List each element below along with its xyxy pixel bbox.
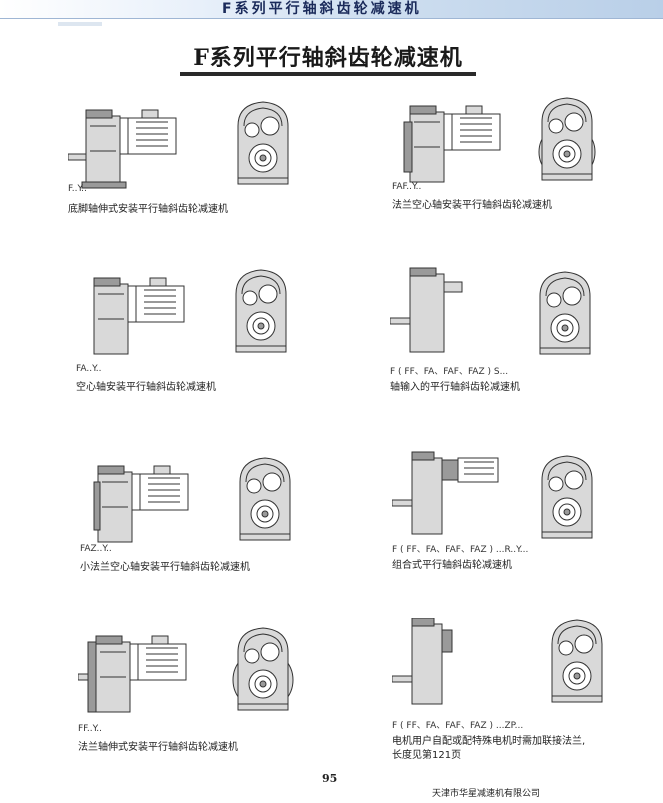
gear-reducer-drawing xyxy=(93,457,291,543)
header-banner: F系列平行轴斜齿轮减速机 xyxy=(0,0,663,19)
page-number: 95 xyxy=(322,772,338,785)
gear-reducer-drawing xyxy=(390,267,591,355)
model-description: 组合式平行轴斜齿轮减速机 xyxy=(392,560,512,571)
model-code: F ( FF、FA、FAF、FAZ ) ...R..Y... xyxy=(392,545,529,555)
model-code: FA..Y.. xyxy=(76,364,102,374)
model-code: FAZ..Y.. xyxy=(80,544,112,554)
product-item: F ( FF、FA、FAF、FAZ ) ...ZP... 电机用户自配或配特殊电… xyxy=(392,618,663,788)
model-description: 空心轴安装平行轴斜齿轮减速机 xyxy=(76,382,216,393)
product-item: FAZ..Y.. 小法兰空心轴安装平行轴斜齿轮减速机 xyxy=(80,452,380,622)
model-code: FAF..Y.. xyxy=(392,182,422,192)
gear-reducer-drawing xyxy=(68,101,289,189)
brand-watermark xyxy=(58,20,102,30)
product-item: FAF..Y.. 法兰空心轴安装平行轴斜齿轮减速机 xyxy=(392,92,663,262)
model-note: 长度见第121页 xyxy=(392,750,462,761)
gear-reducer-drawing xyxy=(93,269,287,355)
gear-reducer-drawing xyxy=(392,618,603,705)
model-description: 小法兰空心轴安装平行轴斜齿轮减速机 xyxy=(80,562,250,573)
model-code: F ( FF、FA、FAF、FAZ ) ...ZP... xyxy=(392,721,524,731)
banner-title: F系列平行轴斜齿轮减速机 xyxy=(222,1,422,17)
product-item: F ( FF、FA、FAF、FAZ ) S... 轴输入的平行轴斜齿轮减速机 xyxy=(390,266,663,436)
model-description: 电机用户自配或配特殊电机时需加联接法兰, xyxy=(392,736,586,747)
gear-reducer-drawing xyxy=(392,451,593,539)
model-description: 法兰轴伸式安装平行轴斜齿轮减速机 xyxy=(78,742,238,753)
model-code: F ( FF、FA、FAF、FAZ ) S... xyxy=(390,367,509,377)
model-code: F..Y.. xyxy=(68,184,87,194)
gear-reducer-drawing xyxy=(78,627,294,713)
model-code: FF..Y.. xyxy=(78,724,103,734)
product-item: F..Y.. 底脚轴伸式安装平行轴斜齿轮减速机 xyxy=(68,96,368,266)
model-description: 轴输入的平行轴斜齿轮减速机 xyxy=(390,382,520,393)
model-description: 法兰空心轴安装平行轴斜齿轮减速机 xyxy=(392,200,552,211)
model-description: 底脚轴伸式安装平行轴斜齿轮减速机 xyxy=(68,204,228,215)
page-title: F系列平行轴斜齿轮减速机 xyxy=(180,46,476,76)
product-item: FA..Y.. 空心轴安装平行轴斜齿轮减速机 xyxy=(76,264,376,434)
gear-reducer-drawing xyxy=(403,97,596,183)
product-item: F ( FF、FA、FAF、FAZ ) ...R..Y... 组合式平行轴斜齿轮… xyxy=(392,450,663,620)
product-item: FF..Y.. 法兰轴伸式安装平行轴斜齿轮减速机 xyxy=(78,622,378,792)
footer-company: 天津市华星减速机有限公司 xyxy=(432,789,541,799)
